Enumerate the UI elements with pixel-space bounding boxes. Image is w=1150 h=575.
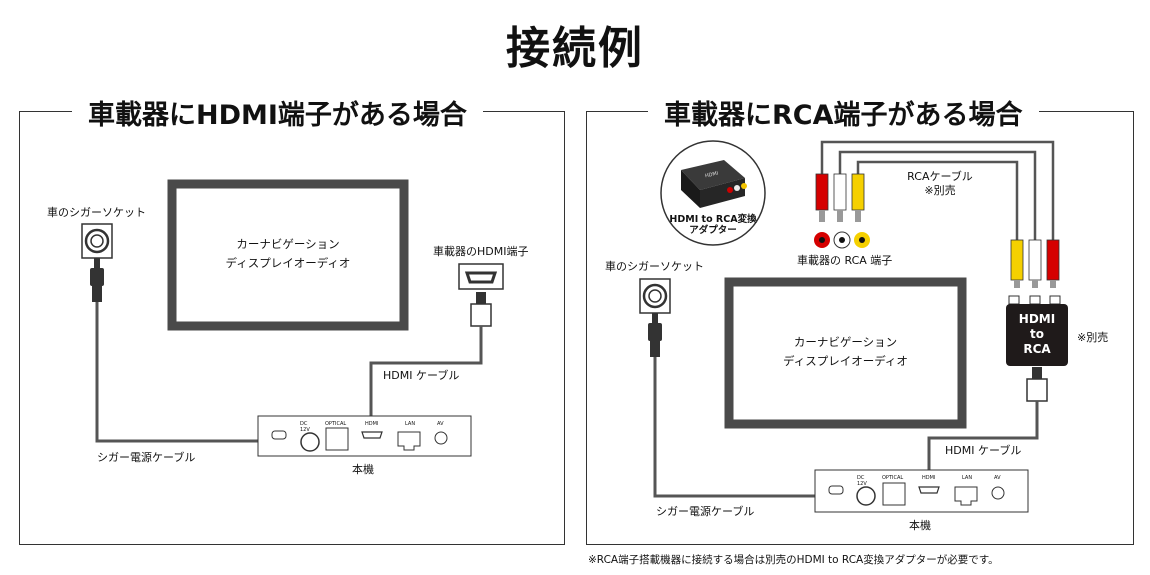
left-cigar-plug-icon <box>90 258 104 302</box>
right-hdmi-cable-label: HDMI ケーブル <box>945 444 1022 457</box>
right-converter-line3: RCA <box>1023 342 1051 356</box>
right-cigar-socket-label: 車のシガーソケット <box>605 260 704 273</box>
left-panel-title: 車載器にHDMI端子がある場合 <box>72 93 483 132</box>
right-converter-line2: to <box>1030 327 1044 341</box>
right-vehicle-rca-label: 車載器の RCA 端子 <box>797 254 893 267</box>
left-cigar-cable <box>95 302 310 443</box>
right-cigar-socket-icon <box>639 278 671 314</box>
right-unit-icon <box>814 469 1029 513</box>
right-port-optical: OPTICAL <box>882 475 904 481</box>
left-screen-line1: カーナビゲーション <box>236 237 340 251</box>
right-adapter-line2: アダプター <box>689 225 737 236</box>
right-port-av: AV <box>994 475 1001 481</box>
right-panel-title: 車載器にRCA端子がある場合 <box>648 93 1039 132</box>
right-converter-text: HDMI to RCA <box>1006 312 1068 357</box>
left-cigar-socket-label: 車のシガーソケット <box>47 206 146 219</box>
right-port-hdmi: HDMI <box>922 475 936 481</box>
left-port-optical: OPTICAL <box>325 421 347 427</box>
left-screen-text: カーナビゲーション ディスプレイオーディオ <box>181 235 395 273</box>
right-cigar-cable <box>653 357 866 498</box>
right-rca-cable-label: RCAケーブル ※別売 <box>890 170 990 198</box>
left-cigar-socket-icon <box>81 223 113 259</box>
right-screen-text: カーナビゲーション ディスプレイオーディオ <box>738 333 953 371</box>
left-unit-icon <box>257 415 472 457</box>
footnote: ※RCA端子搭載機器に接続する場合は別売のHDMI to RCA変換アダプターが… <box>588 554 999 566</box>
left-vehicle-hdmi-port-icon <box>458 263 504 290</box>
right-converter-box-icon <box>1006 295 1068 366</box>
left-vehicle-hdmi-label: 車載器のHDMI端子 <box>433 245 529 258</box>
right-adapter-line1: HDMI to RCA変換 <box>669 214 757 225</box>
right-rca-plugs-top-icon <box>815 173 865 222</box>
right-hdmi-plug-icon <box>1026 367 1048 402</box>
left-port-hdmi: HDMI <box>365 421 379 427</box>
left-cigar-cable-label: シガー電源ケーブル <box>97 451 196 464</box>
right-rca-cables <box>820 140 1055 240</box>
right-unit-label: 本機 <box>909 519 931 532</box>
right-converter-sold: ※別売 <box>1077 331 1109 344</box>
right-vehicle-rca-jacks-icon <box>814 231 870 249</box>
right-port-dc: DC 12V <box>857 475 867 487</box>
right-rca-cable-sold: ※別売 <box>924 184 956 197</box>
right-converter-line1: HDMI <box>1018 312 1056 326</box>
right-screen-line1: カーナビゲーション <box>793 335 898 349</box>
left-hdmi-plug-icon <box>470 292 492 327</box>
left-screen-frame <box>167 179 409 331</box>
right-cigar-cable-label: シガー電源ケーブル <box>656 505 755 518</box>
left-port-dc: DC 12V <box>300 421 310 433</box>
right-port-lan: LAN <box>962 475 973 481</box>
right-screen-line2: ディスプレイオーディオ <box>783 354 908 368</box>
right-screen-frame <box>724 277 967 429</box>
right-rca-cable-text: RCAケーブル <box>907 170 973 183</box>
left-unit-label: 本機 <box>352 463 374 476</box>
left-screen-line2: ディスプレイオーディオ <box>225 256 351 270</box>
page-title: 接続例 <box>506 23 644 74</box>
left-port-av: AV <box>437 421 444 427</box>
right-hdmi-cable <box>927 401 1039 478</box>
right-adapter-label: HDMI to RCA変換 アダプター <box>668 214 758 236</box>
right-cigar-plug-icon <box>648 313 662 357</box>
left-hdmi-cable-label: HDMI ケーブル <box>383 369 460 382</box>
left-hdmi-cable <box>369 326 483 420</box>
left-port-lan: LAN <box>405 421 416 427</box>
right-rca-plugs-bottom-icon <box>1010 239 1060 288</box>
right-adapter-image-icon <box>660 140 766 246</box>
